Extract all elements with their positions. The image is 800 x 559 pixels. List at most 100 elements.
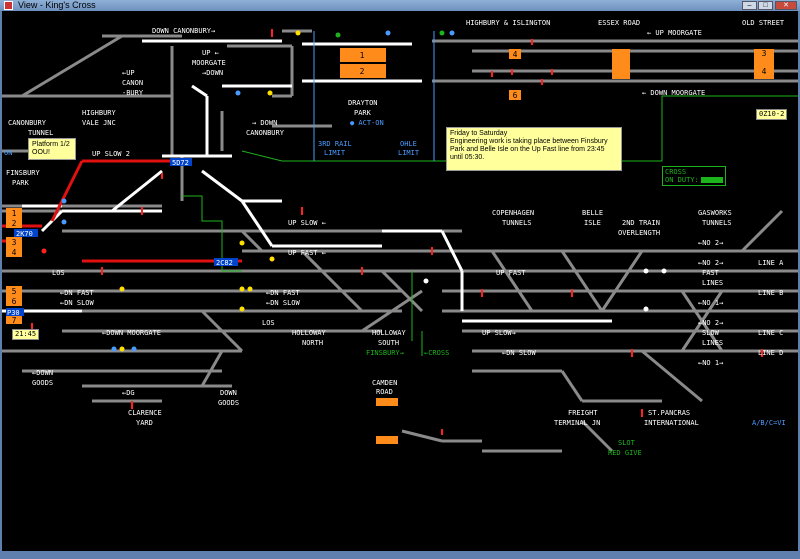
close-button[interactable]: ✕: [775, 1, 797, 10]
label-ohle-limit: LIMIT: [398, 149, 420, 157]
label-tunnels: TUNNELS: [502, 219, 532, 227]
label-finsbury: FINSBURY: [6, 169, 41, 177]
label-bury: -BURY: [122, 89, 144, 97]
platform-note-text: Platform 1/2 OOU!: [32, 141, 70, 156]
minimize-button[interactable]: –: [742, 1, 757, 10]
label-down-right: DOWN: [220, 389, 237, 397]
label-line-d: LINE D: [758, 349, 783, 357]
cross-label: CROSS: [665, 168, 687, 176]
label-holloway-north-2: NORTH: [302, 339, 323, 347]
label-clarence: CLARENCE: [128, 409, 162, 417]
platform-6-left: 6: [12, 297, 17, 306]
platform-1-top: 1: [360, 51, 365, 60]
platform-1-left: 1: [12, 209, 17, 218]
label-belle: BELLE: [582, 209, 603, 217]
label-dn-fast-mid: ←DN FAST: [266, 289, 301, 297]
label-goods-right: GOODS: [218, 399, 239, 407]
label-drayton: DRAYTON: [348, 99, 378, 107]
train-berths[interactable]: 5D72 2K70 2C82 P30: [6, 158, 238, 317]
location-labels: DOWN CANONBURY→ UP ← MOORGATE →DOWN HIGH…: [4, 19, 786, 457]
label-road: ROAD: [376, 388, 393, 396]
berth-p30: P30: [7, 309, 20, 317]
label-up-moorgate: ← UP MOORGATE: [647, 29, 702, 37]
label-cross: ←CROSS: [424, 349, 449, 357]
platform-2-left: 2: [12, 219, 17, 228]
label-3rd-rail-limit: LIMIT: [324, 149, 346, 157]
window-frame-bottom: [0, 551, 800, 559]
berth-0z10-tag[interactable]: 0Z10-2: [756, 109, 788, 120]
label-goods-left: GOODS: [32, 379, 53, 387]
signal-markers: [31, 29, 763, 435]
label-2nd-train: 2ND TRAIN: [622, 219, 660, 227]
label-finsbury-cross: FINSBURY→: [366, 349, 404, 357]
label-no2-top: ←NO 2→: [698, 239, 723, 247]
label-slow-lines: LINES: [702, 339, 723, 347]
label-up: ←UP: [122, 69, 135, 77]
window-frame-left: [0, 11, 2, 551]
label-park: PARK: [354, 109, 372, 117]
label-up-moorgate-left: UP ←: [202, 49, 219, 57]
label-line-c: LINE C: [758, 329, 783, 337]
label-international: INTERNATIONAL: [644, 419, 699, 427]
engineering-title: Friday to Saturday: [450, 130, 508, 137]
platform-4-top: 4: [762, 67, 767, 76]
label-abc-vi: A/B/C=VI: [752, 419, 786, 427]
label-red-give: RED GIVE: [608, 449, 642, 457]
label-slot: SLOT: [618, 439, 636, 447]
label-fast: FAST: [702, 269, 720, 277]
label-dn-fast-left: ←DN FAST: [60, 289, 95, 297]
platform-3-left: 3: [12, 238, 17, 247]
label-dn-slow-right: ←DN SLOW: [502, 349, 537, 357]
label-los-left: LOS: [52, 269, 65, 277]
label-gasworks-tunnels: TUNNELS: [702, 219, 732, 227]
label-no2-mid: ←NO 2→: [698, 259, 723, 267]
maximize-button[interactable]: □: [758, 1, 773, 10]
app-icon: [4, 1, 13, 10]
label-canonbury-lower: CANONBURY: [246, 129, 285, 137]
label-fast-lines: LINES: [702, 279, 723, 287]
label-essex-road: ESSEX ROAD: [598, 19, 640, 27]
signalling-diagram[interactable]: 1 2 3 4 4 6 1 2 3 4 5 6 7: [2, 11, 798, 551]
label-old-street: OLD STREET: [742, 19, 785, 27]
label-holloway-south: HOLLOWAY: [372, 329, 407, 337]
label-holloway-south-2: SOUTH: [378, 339, 399, 347]
label-vale-jnc: VALE JNC: [82, 119, 116, 127]
label-up-slow-2: UP SLOW 2: [92, 150, 130, 158]
label-down-moorgate: ← DOWN MOORGATE: [642, 89, 705, 97]
clock-tag: 21:45: [12, 329, 40, 340]
routed-tracks: [2, 39, 612, 323]
label-holloway-north: HOLLOWAY: [292, 329, 327, 337]
label-line-b: LINE B: [758, 289, 783, 297]
label-line-a: LINE A: [758, 259, 784, 267]
window-titlebar: View - King's Cross – □ ✕: [0, 0, 800, 11]
label-park-left: PARK: [12, 179, 30, 187]
label-3rd-rail: 3RD RAIL: [318, 140, 352, 148]
label-yard: YARD: [136, 419, 153, 427]
platform-5-left: 5: [12, 287, 17, 296]
label-gasworks: GASWORKS: [698, 209, 732, 217]
label-ohle: OHLE: [400, 140, 417, 148]
label-dn-slow-mid: ←DN SLOW: [266, 299, 301, 307]
on-duty-indicator: [700, 177, 723, 183]
platform-7-left: 7: [12, 316, 17, 325]
label-down-moorgate-arrow: →DOWN: [202, 69, 223, 77]
area-dividers: [313, 31, 435, 161]
label-up-slow-low: UP SLOW→: [482, 329, 516, 337]
platform-4-left: 4: [12, 248, 17, 257]
label-camden: CAMDEN: [372, 379, 397, 387]
platform-3-top: 3: [762, 49, 767, 58]
engineering-work-popup[interactable]: Friday to Saturday Engineering work is t…: [446, 127, 622, 171]
window-title: View - King's Cross: [18, 0, 96, 10]
label-no2-low: ←NO 2→: [698, 319, 723, 327]
label-dg: ←DG: [122, 389, 135, 397]
platform-2-top: 2: [360, 67, 365, 76]
berth-5d72: 5D72: [172, 159, 189, 167]
label-no1-low: ←NO 1→: [698, 359, 723, 367]
label-freight: FREIGHT: [568, 409, 598, 417]
label-st-pancras: ST.PANCRAS: [648, 409, 690, 417]
engineering-body: Engineering work is taking place between…: [450, 138, 608, 161]
berth-2c82: 2C82: [216, 259, 233, 267]
platform-note-popup[interactable]: Platform 1/2 OOU!: [28, 138, 76, 160]
signal-heads[interactable]: [41, 30, 667, 352]
label-copenhagen: COPENHAGEN: [492, 209, 534, 217]
